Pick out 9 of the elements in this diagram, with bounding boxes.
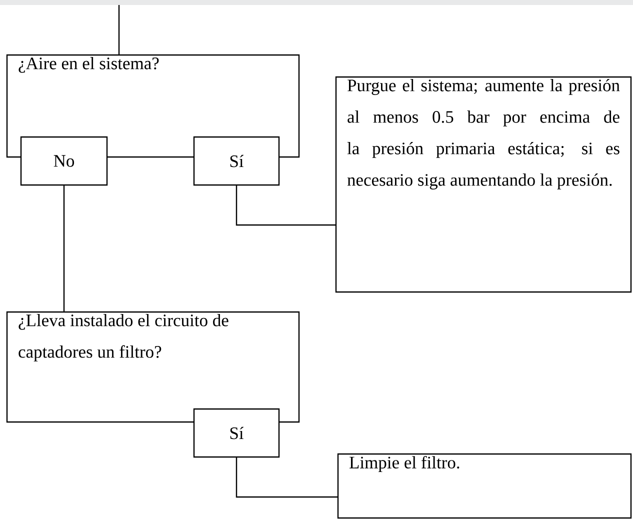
connector-line: [236, 457, 338, 498]
action-box: Purgue el sistema; aumente la presión al menos 0.5 bar por encima de la presión primaria estática; si es necesario siga aumentando la presión.: [335, 76, 632, 293]
answer-box: Sí: [193, 136, 280, 186]
answer-box: No: [20, 136, 108, 186]
connector-line: [118, 5, 120, 55]
connector-line: [236, 185, 336, 226]
action-box: Limpie el filtro.: [337, 453, 632, 519]
answer-box: Sí: [193, 408, 280, 458]
connector-line: [63, 185, 65, 312]
